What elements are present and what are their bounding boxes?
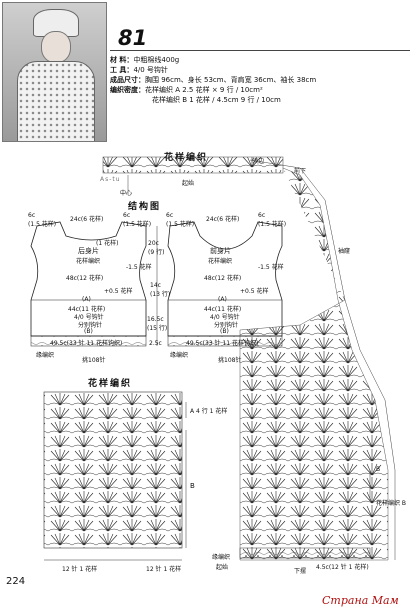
bottom-right-repeat: 12 针 1 花样 (146, 566, 182, 573)
back-pattern: 花样编织 (76, 258, 101, 265)
front-pattern: 花样编织 (208, 258, 233, 265)
back-chest: 48c(12 花样) (66, 275, 104, 282)
front-armhole-plus: +0.5 花样 (240, 288, 269, 295)
top-chart-front-edge: 前下 (294, 168, 307, 175)
spec-material: 材 料：中粗棉线400g (110, 56, 180, 64)
front-a-width: 44c(11 花样) (204, 306, 242, 313)
spec-size: 成品尺寸：胸围 96cm、身长 53cm、背肩宽 36cm、袖长 38cm (110, 76, 317, 84)
bottom-pattern-b: 花样编织 B (376, 500, 407, 507)
bottom-right-width: 4.5c(12 针 1 花样) (316, 564, 369, 571)
spec-gauge-b: 花样编织 B 1 花样 / 4.5cm 9 行 / 10cm (152, 96, 281, 104)
back-shoulder-right: 6c(1.5 花样) (123, 212, 152, 228)
title-structure: 结构图 (128, 202, 162, 212)
title-pattern-bottom: 花样编织 (88, 379, 133, 389)
dim-body: 14c(13 行) (150, 282, 171, 298)
front-edge: 缘编织 (170, 352, 189, 359)
back-top-width: 24c(6 花样) (70, 216, 104, 223)
bottom-left-repeat: 12 针 1 花样 (62, 566, 98, 573)
front-shoulder-left: 6c(1.5 花样) (166, 212, 195, 228)
back-b-width: 49.5c(33 针 11 花样钩织) (50, 340, 123, 347)
back-neck-depth: (1 花样) (96, 240, 119, 247)
spec-tool: 工 具：4/0 号钩针 (110, 66, 168, 74)
front-b-label: (B) (220, 328, 229, 335)
bottom-b-marker: B (190, 482, 195, 490)
top-chart-armhole: 袖窿 (338, 248, 351, 255)
front-name: 前身片 (210, 247, 231, 255)
bottom-edge: 缘编织 (212, 554, 231, 561)
pattern-number: 81 (118, 26, 148, 50)
bottom-a-repeat: A 4 行 1 花样 (190, 408, 228, 415)
page-number: 224 (6, 576, 26, 587)
front-a-label: (A) (218, 296, 227, 303)
spec-gauge: 编织密度：花样编织 A 2.5 花样 × 9 行 / 10cm² (110, 86, 263, 94)
front-b-width: 49.5c(33 针 11 花样钩织) (186, 340, 259, 347)
back-a-width: 44c(11 花样) (68, 306, 106, 313)
back-armhole-note: -1.5 花样 (126, 264, 152, 271)
watermark-text: As-tu (100, 176, 121, 183)
front-top-width: 24c(6 花样) (206, 216, 240, 223)
front-chest: 48c(12 花样) (204, 275, 242, 282)
bottom-b-side-marker: B (376, 466, 381, 473)
header-rule (110, 50, 410, 51)
back-name: 后身片 (78, 247, 99, 255)
back-b-label: (B) (84, 328, 93, 335)
dim-armhole: 20c(9 行) (148, 240, 165, 256)
back-a-label: (A) (82, 296, 91, 303)
front-armhole-note: -1.5 花样 (258, 264, 284, 271)
front-hook: 4/0 号钩针 (210, 314, 240, 321)
bottom-start: 起始 (216, 564, 229, 571)
top-chart-collar: 领边 (252, 158, 265, 165)
top-chart-start: 起始 (182, 180, 195, 187)
back-stitches: 挑108针 (82, 357, 106, 364)
photo-sweater (17, 61, 95, 141)
back-hook-sub: 分别钩针 (78, 322, 103, 329)
site-logo: Страна Мам (322, 594, 399, 607)
back-edge: 缘编织 (36, 352, 55, 359)
bottom-hem: 下摆 (294, 568, 307, 575)
model-photo (2, 2, 107, 142)
top-chart-center: 中心 (120, 190, 133, 197)
front-shoulder-right: 6c(1.5 花样) (258, 212, 287, 228)
back-shoulder-left: 6c(1.5 花样) (28, 212, 57, 228)
back-armhole-plus: +0.5 花样 (104, 288, 133, 295)
front-stitches: 挑108针 (218, 357, 242, 364)
dim-edge: 2.5c (149, 340, 162, 347)
back-hook: 4/0 号钩针 (74, 314, 104, 321)
dim-lower: 16.5c(15 行) (147, 316, 168, 332)
front-hook-sub: 分别钩针 (214, 322, 239, 329)
